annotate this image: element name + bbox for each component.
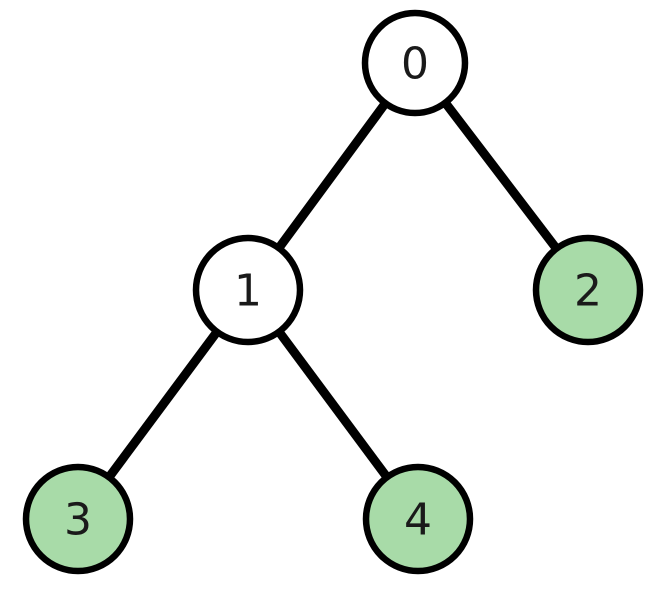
tree-node[interactable]: 0: [361, 9, 469, 117]
tree-node[interactable]: 4: [362, 463, 474, 575]
node-circle[interactable]: [192, 234, 304, 346]
node-layer: 0 1 2 3 4: [22, 9, 644, 575]
node-circle[interactable]: [532, 234, 644, 346]
tree-node[interactable]: 1: [192, 234, 304, 346]
node-circle[interactable]: [361, 9, 469, 117]
node-label: 0: [401, 39, 429, 90]
tree-node[interactable]: 2: [532, 234, 644, 346]
node-label: 2: [574, 266, 602, 317]
edge-layer: [74, 60, 592, 522]
tree-node[interactable]: 3: [22, 463, 134, 575]
node-circle[interactable]: [22, 463, 134, 575]
node-circle[interactable]: [362, 463, 474, 575]
node-label: 3: [64, 495, 92, 546]
node-label: 4: [404, 495, 432, 546]
node-label: 1: [234, 266, 262, 317]
